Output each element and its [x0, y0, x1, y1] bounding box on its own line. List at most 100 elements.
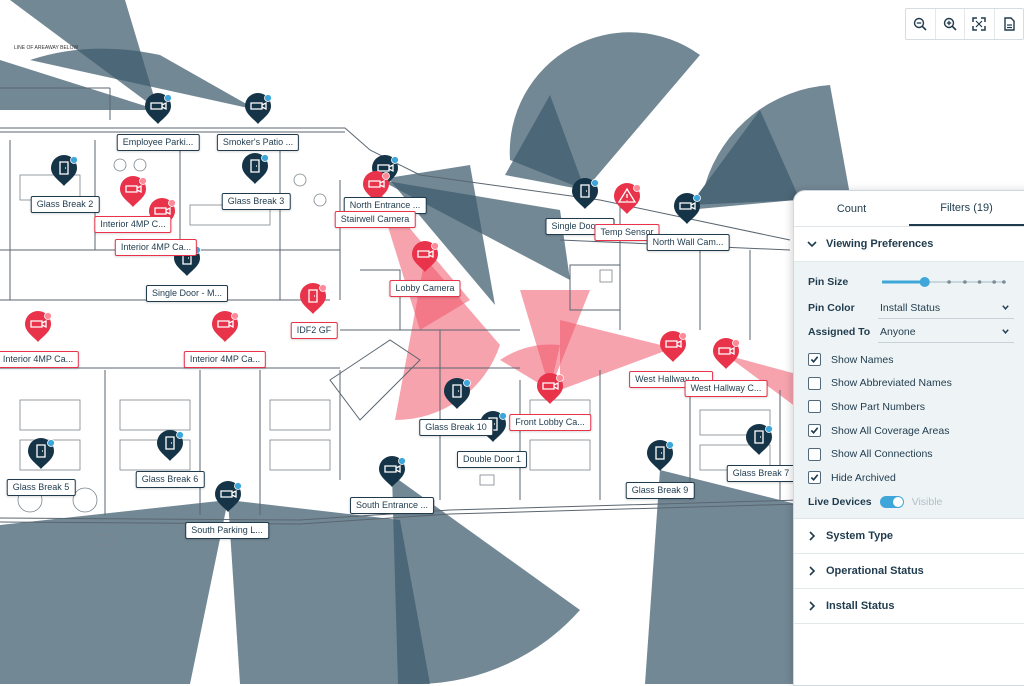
status-badge [666, 441, 674, 449]
device-pin[interactable] [647, 440, 674, 471]
checkbox[interactable] [808, 353, 821, 367]
device-pins[interactable] [25, 93, 773, 512]
device-label[interactable]: West Hallway C... [684, 380, 768, 397]
chevron-down-icon [1002, 329, 1009, 334]
option-show-names[interactable]: Show Names [808, 348, 1020, 372]
device-pin[interactable] [28, 438, 55, 469]
status-badge [693, 194, 701, 202]
device-pin[interactable] [212, 311, 239, 342]
fit-screen-icon [972, 17, 986, 31]
device-label[interactable]: Glass Break 9 [625, 482, 695, 499]
assigned-to-select[interactable]: Anyone [878, 322, 1014, 343]
device-label[interactable]: Temp Sensor [594, 224, 660, 241]
pin-color-select[interactable]: Install Status [878, 298, 1014, 319]
option-show-part-numbers[interactable]: Show Part Numbers [808, 395, 1020, 419]
section-system-type[interactable]: System Type [794, 519, 1024, 554]
coverage-area [0, 500, 228, 684]
checkbox[interactable] [808, 471, 821, 485]
assigned-to-value: Anyone [880, 325, 916, 338]
device-label[interactable]: Interior 4MP Ca... [114, 239, 198, 256]
filter-panel: Count Filters (19) Viewing Preferences P… [793, 190, 1024, 686]
device-pin[interactable] [51, 155, 78, 186]
status-badge [765, 425, 773, 433]
device-pin[interactable] [713, 338, 740, 369]
slider-step [992, 280, 996, 284]
fit-screen-button[interactable] [965, 9, 995, 39]
checkbox[interactable] [808, 424, 821, 438]
camera-icon [384, 464, 401, 474]
slider-handle[interactable] [919, 277, 930, 287]
status-badge [679, 332, 687, 340]
device-pin[interactable] [412, 241, 439, 272]
option-label: Hide Archived [831, 471, 896, 484]
status-badge [319, 284, 327, 292]
option-show-abbreviated-names[interactable]: Show Abbreviated Names [808, 372, 1020, 396]
device-label[interactable]: Glass Break 6 [135, 471, 205, 488]
slider-step [947, 280, 951, 284]
device-label[interactable]: Interior 4MP C... [94, 216, 172, 233]
option-hide-archived[interactable]: Hide Archived [808, 466, 1020, 490]
tab-filters[interactable]: Filters (19) [909, 191, 1024, 226]
device-label[interactable]: Glass Break 5 [6, 479, 76, 496]
device-pin[interactable] [145, 93, 172, 124]
status-badge [382, 172, 390, 180]
pin-size-slider[interactable] [878, 272, 1010, 292]
door-sensor-icon [165, 436, 175, 450]
device-pin[interactable] [614, 183, 641, 214]
device-label[interactable]: Glass Break 7 [726, 465, 796, 482]
status-badge [176, 431, 184, 439]
device-pin[interactable] [746, 424, 773, 455]
checkbox[interactable] [808, 376, 821, 390]
device-pin[interactable] [444, 378, 471, 409]
device-pin[interactable] [245, 93, 272, 124]
section-title: Install Status [826, 599, 895, 612]
device-label[interactable]: IDF2 GF [290, 322, 338, 339]
device-label[interactable]: Front Lobby Ca... [509, 414, 591, 431]
device-label[interactable]: Interior 4MP Ca... [0, 351, 80, 368]
device-pin[interactable] [572, 178, 599, 209]
device-label[interactable]: Single Door - M... [145, 285, 229, 302]
device-pin[interactable] [120, 176, 147, 207]
device-pin[interactable] [363, 171, 390, 202]
device-label[interactable]: Stairwell Camera [334, 211, 416, 228]
export-document-button[interactable] [995, 9, 1024, 39]
option-show-all-coverage-areas[interactable]: Show All Coverage Areas [808, 419, 1020, 443]
tab-count[interactable]: Count [836, 202, 867, 215]
option-show-all-connections[interactable]: Show All Connections [808, 442, 1020, 466]
live-devices-toggle[interactable] [879, 495, 904, 508]
viewing-preferences-header[interactable]: Viewing Preferences [794, 227, 1024, 262]
device-pin[interactable] [25, 311, 52, 342]
device-label[interactable]: South Entrance ... [349, 497, 435, 514]
device-label[interactable]: Employee Parki... [116, 134, 200, 151]
device-pin[interactable] [215, 481, 242, 512]
device-label[interactable]: Glass Break 10 [419, 419, 493, 436]
device-pin[interactable] [660, 331, 687, 362]
status-badge [70, 156, 78, 164]
checkbox[interactable] [808, 447, 821, 461]
device-label[interactable]: Smoker's Patio ... [216, 134, 300, 151]
device-pin[interactable] [379, 456, 406, 487]
option-label: Show All Connections [831, 448, 933, 461]
device-pin[interactable] [300, 283, 327, 314]
device-pin[interactable] [157, 430, 184, 461]
section-operational-status[interactable]: Operational Status [794, 554, 1024, 589]
device-label[interactable]: North Wall Cam... [646, 234, 730, 251]
device-label[interactable]: Lobby Camera [389, 280, 461, 297]
door-sensor-icon [250, 159, 260, 173]
section-install-status[interactable]: Install Status [794, 589, 1024, 624]
device-label[interactable]: South Parking L... [185, 522, 269, 539]
device-label[interactable]: Glass Break 3 [221, 193, 291, 210]
pin-color-label: Pin Color [808, 302, 855, 314]
device-pin[interactable] [674, 193, 701, 224]
option-label: Show Abbreviated Names [831, 377, 952, 390]
checkbox[interactable] [808, 400, 821, 414]
device-pin[interactable] [242, 153, 269, 184]
status-badge [391, 156, 399, 164]
device-pin[interactable] [537, 373, 564, 404]
device-label[interactable]: Glass Break 2 [30, 196, 100, 213]
device-label[interactable]: Interior 4MP Ca... [183, 351, 267, 368]
device-label[interactable]: Double Door 1 [456, 451, 528, 468]
zoom-in-button[interactable] [936, 9, 965, 39]
zoom-out-button[interactable] [906, 9, 936, 39]
